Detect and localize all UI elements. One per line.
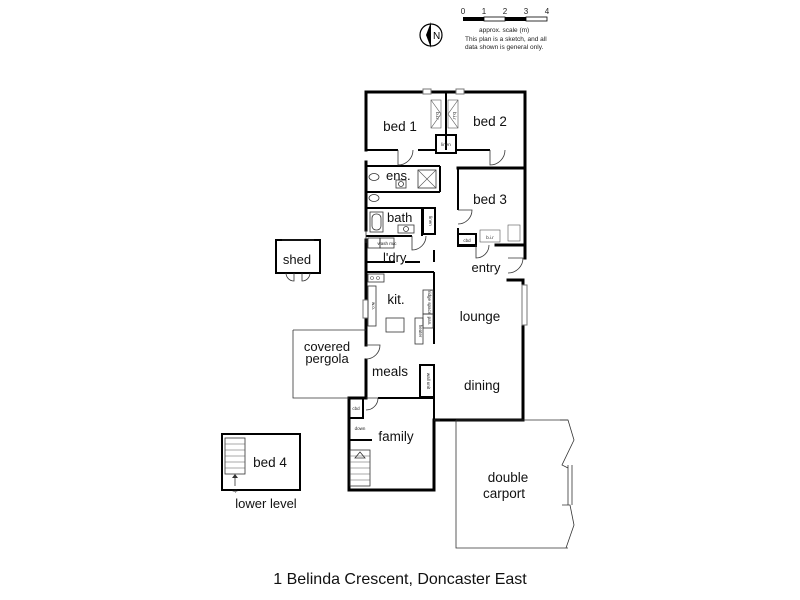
- label-bir-1: b.i.r: [435, 112, 440, 120]
- scale-tick-3: 3: [524, 7, 529, 16]
- room-label-kitchen: kit.: [387, 292, 404, 307]
- built-in-robes: b.i.r b.i.r b.i.r: [430, 99, 521, 243]
- doors: [365, 149, 524, 421]
- label-bir-3: b.i.r: [486, 235, 494, 240]
- scale-tick-2: 2: [503, 7, 508, 16]
- scale-label: approx. scale (m): [479, 27, 529, 34]
- room-label-bed-4: bed 4: [253, 455, 287, 470]
- stairs: [349, 449, 371, 487]
- room-label-ensuite: ens.: [386, 168, 411, 183]
- room-label-carport-2: carport: [483, 486, 525, 501]
- room-label-carport-1: double: [488, 470, 529, 485]
- label-heater: heater: [418, 325, 423, 338]
- room-label-pergola-2: pergola: [305, 351, 349, 366]
- label-fridge-space: fridge space: [427, 290, 432, 315]
- label-wash-mc: wash m/c: [377, 241, 397, 246]
- room-label-meals: meals: [372, 364, 408, 379]
- pergola-outline: [292, 329, 366, 399]
- room-label-bed-2: bed 2: [473, 114, 507, 129]
- room-label-lounge: lounge: [460, 309, 501, 324]
- label-wall-unit: wall unit: [426, 373, 431, 390]
- carport-outline: [455, 419, 575, 549]
- label-down: down: [355, 426, 366, 431]
- label-linen-hall: linen: [428, 216, 433, 226]
- property-address: 1 Belinda Crescent, Doncaster East: [273, 571, 527, 588]
- label-cbd-entry: cbd: [463, 238, 471, 243]
- lower-level-plan: [221, 433, 301, 491]
- room-label-pergola-1: covered: [304, 339, 350, 354]
- room-label-family: family: [378, 429, 414, 444]
- room-label-dining: dining: [464, 378, 500, 393]
- label-cbd-stair: cbd: [352, 406, 360, 411]
- room-label-bed-1: bed 1: [383, 119, 417, 134]
- house-walls: [347, 90, 527, 492]
- fixtures: [367, 169, 437, 345]
- lower-level-caption: lower level: [235, 496, 297, 511]
- room-label-entry: entry: [472, 260, 501, 275]
- scale-tick-1: 1: [482, 7, 487, 16]
- disclaimer-line-2: data shown is general only.: [465, 44, 543, 51]
- label-bir-2: b.i.r: [452, 112, 457, 120]
- label-pantry: pan.: [427, 317, 432, 326]
- shed-outline: [275, 239, 321, 282]
- scale-tick-4: 4: [545, 7, 550, 16]
- disclaimer-line-1: This plan is a sketch, and all: [465, 36, 547, 43]
- label-wall-oven: w.o.: [371, 302, 376, 310]
- scale-bar: 0 1 2 3 4 approx. scale (m) This plan is…: [461, 7, 550, 51]
- room-label-bed-3: bed 3: [473, 192, 507, 207]
- label-up: up: [232, 488, 238, 493]
- scale-tick-0: 0: [461, 7, 466, 16]
- label-linen: linen: [441, 142, 451, 147]
- north-arrow-icon: N: [419, 22, 443, 48]
- room-label-shed: shed: [283, 252, 311, 267]
- room-label-laundry: l'dry: [383, 250, 407, 265]
- compass-letter: N: [433, 31, 440, 42]
- room-label-bath: bath: [387, 210, 412, 225]
